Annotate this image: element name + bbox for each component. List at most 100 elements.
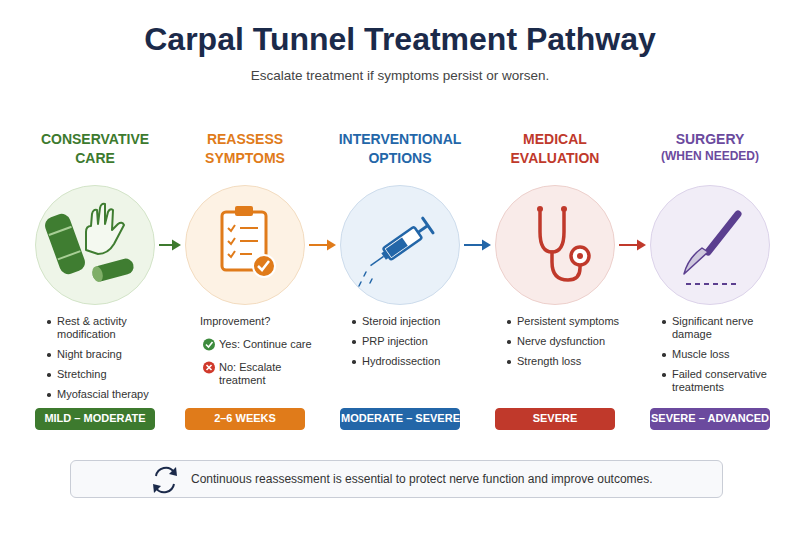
bullet-item: Night bracing (47, 348, 173, 361)
stage-circle (185, 185, 305, 305)
stethoscope-center (577, 253, 583, 259)
bullet-item: No: Escalate treatment (200, 361, 324, 387)
stage-column: CONSERVATIVE CARERest & activity modific… (33, 125, 157, 435)
bullet-list: Persistent symptomsNerve dysfunctionStre… (507, 315, 633, 375)
bullet-list: Improvement? Yes: Continue careNo: Escala… (200, 315, 324, 397)
badge-text: MODERATE – SEVERE (341, 409, 459, 428)
syringe-needle (371, 256, 384, 265)
stethoscope-earpiece (537, 206, 543, 212)
severity-badge: SEVERE (495, 408, 615, 430)
arrow-head (327, 240, 336, 251)
list-line (240, 227, 258, 229)
arrow-head (482, 240, 491, 251)
cycle-head (169, 467, 177, 476)
severity-badge: MILD – MODERATE (35, 408, 155, 430)
severity-badge: SEVERE – ADVANCED (650, 408, 770, 430)
stage-column: REASSESS SYMPTOMSImprovement?Yes: Contin… (183, 125, 307, 435)
bullet-list: Rest & activity modificationNight bracin… (47, 315, 173, 408)
brace-strap (58, 251, 81, 259)
cycle-arc (156, 484, 174, 492)
syringe-plunger (418, 225, 428, 232)
bullet-item: Myofascial therapy (47, 388, 173, 401)
clipboard-icon (222, 212, 266, 270)
stethoscope-earpiece (561, 206, 567, 212)
bullet-item: Stretching (47, 368, 173, 381)
roller-end (91, 265, 105, 283)
brace-icon (43, 211, 88, 276)
hand-icon (86, 204, 124, 254)
check-mark (228, 251, 235, 257)
no-cross (207, 365, 212, 370)
stage-circle (340, 185, 460, 305)
scalpel-handle (708, 214, 738, 252)
arrow-line (464, 244, 483, 246)
bullet-item: Hydrodissection (352, 355, 478, 368)
bullet-item: Failed conservative treatments (662, 368, 788, 394)
arrow-head (637, 240, 646, 251)
bullet-item: Improvement? (200, 315, 324, 328)
stage-heading: REASSESS SYMPTOMS (172, 130, 318, 168)
brace-strap (49, 227, 72, 235)
bullet-item: Muscle loss (662, 348, 788, 361)
cycle-arc (156, 468, 174, 476)
badge-text: MILD – MODERATE (36, 409, 154, 428)
bullet-item: Nerve dysfunction (507, 335, 633, 348)
drop (364, 272, 366, 276)
flow-arrow (619, 240, 646, 251)
syringe-icon (365, 218, 433, 273)
stage-column: INTERVENTIONAL OPTIONSSteroid injectionP… (338, 125, 462, 435)
subtitle: Escalate treatment if symptoms persist o… (0, 67, 800, 85)
roller-body (91, 257, 136, 283)
stage-circle (35, 185, 155, 305)
stage-heading: SURGERY (637, 130, 783, 149)
stage-subheading: (WHEN NEEDED) (637, 149, 783, 164)
arrow-head (172, 240, 181, 251)
no-cross (207, 365, 212, 370)
bullet-list: Steroid injectionPRP injectionHydrodisse… (352, 315, 478, 375)
arrow-line (309, 244, 328, 246)
duration-badge: 2–6 WEEKS (185, 408, 305, 430)
drop (359, 282, 361, 286)
stethoscope-tube (540, 212, 564, 252)
roller-icon (91, 257, 136, 283)
brace-body (43, 211, 88, 276)
bullet-item: Yes: Continue care (200, 338, 324, 351)
stethoscope-chestpiece (571, 247, 589, 265)
incision-line (686, 283, 738, 285)
bullet-item: Persistent symptoms (507, 315, 633, 328)
flow-arrow (464, 240, 491, 251)
drop (370, 279, 372, 283)
stage-heading: MEDICAL EVALUATION (482, 130, 628, 168)
bullet-item: Significant nerve damage (662, 315, 788, 341)
check-mark (228, 238, 235, 244)
flow-arrow (309, 240, 336, 251)
bullet-item: PRP injection (352, 335, 478, 348)
syringe-fluid (386, 237, 408, 257)
severity-badge: MODERATE – SEVERE (340, 408, 460, 430)
arrow-line (619, 244, 638, 246)
yes-check (206, 342, 213, 347)
badge-text: SEVERE – ADVANCED (651, 409, 769, 428)
stage-column: MEDICAL EVALUATIONPersistent symptomsNer… (493, 125, 617, 435)
stage-heading-group: MEDICAL EVALUATION (482, 130, 628, 168)
syringe-hub (381, 251, 389, 260)
scalpel-blade (684, 248, 708, 274)
yes-icon (203, 339, 215, 351)
stage-circle (495, 185, 615, 305)
list-line (240, 240, 258, 242)
cycle-head (153, 484, 161, 493)
stage-heading-group: SURGERY(WHEN NEEDED) (637, 130, 783, 164)
bullet-item: Steroid injection (352, 315, 478, 328)
stage-heading-group: CONSERVATIVE CARE (22, 130, 168, 168)
check-badge (253, 255, 275, 277)
clipboard-clip (235, 206, 253, 216)
list-line (240, 253, 252, 255)
check-mark (228, 225, 235, 231)
badge-text: 2–6 WEEKS (186, 409, 304, 428)
stage-heading-group: INTERVENTIONAL OPTIONS (327, 130, 473, 168)
bullet-item: Rest & activity modification (47, 315, 173, 341)
note-box: Continuous reassessment is essential to … (70, 460, 723, 498)
